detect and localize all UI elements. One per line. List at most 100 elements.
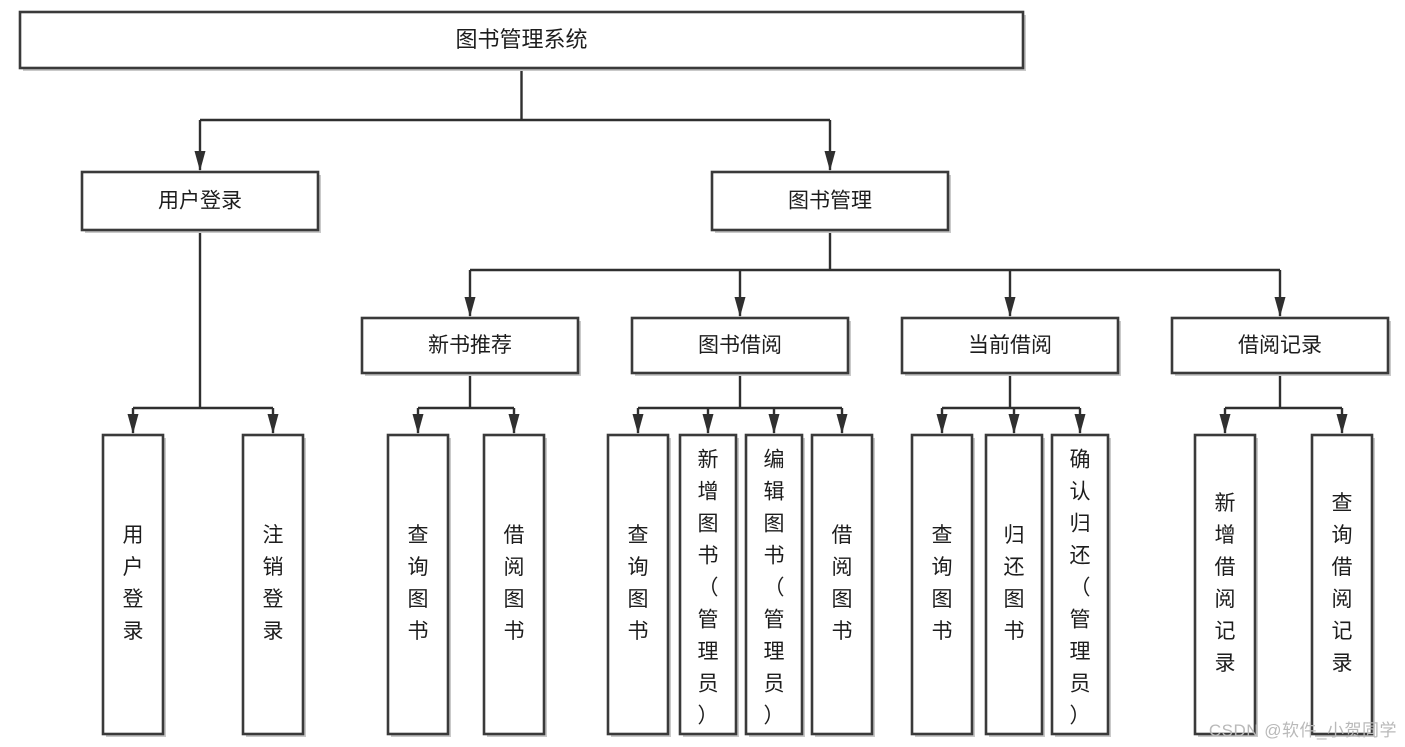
node-label-char: 录 [1215, 652, 1236, 675]
node-label-char: 还 [1004, 556, 1025, 579]
node-label-char: 录 [1332, 652, 1353, 675]
node-label-char: 图 [628, 588, 649, 611]
node-label-char: 员 [764, 673, 785, 696]
node-label-char: 书 [832, 620, 853, 643]
node-label-char: 编 [764, 449, 785, 472]
node-label-char: 记 [1332, 620, 1353, 643]
node-label-char: 图 [932, 588, 953, 611]
node-label-char: 增 [1215, 524, 1236, 547]
node-label-char: 管 [698, 609, 719, 632]
node-layer: 图书管理系统用户登录图书管理新书推荐图书借阅当前借阅借阅记录用户登录注销登录查询… [18, 10, 1391, 737]
node-label-char: 查 [932, 524, 953, 547]
node-label-char: 理 [764, 641, 785, 664]
node-label: 当前借阅 [968, 334, 1052, 357]
node-current-borrow[interactable]: 当前借阅 [900, 316, 1121, 376]
node-label-char: 管 [764, 609, 785, 632]
node-label-char: 新 [698, 449, 719, 472]
node-label-char: 阅 [1215, 588, 1236, 611]
node-label: 新书推荐 [428, 334, 512, 357]
node-label-char: 询 [628, 556, 649, 579]
node-user-login[interactable]: 用户登录 [80, 170, 321, 233]
node-label-char: 登 [123, 588, 144, 611]
node-borrow-records[interactable]: 借阅记录 [1170, 316, 1391, 376]
node-label: 图书借阅 [698, 334, 782, 357]
node-label: 图书管理系统 [455, 27, 587, 52]
node-label-char: 销 [263, 556, 284, 579]
node-label-char: 借 [832, 524, 853, 547]
node-label-char: 员 [698, 673, 719, 696]
node-label-char: 借 [1332, 556, 1353, 579]
node-label-char: 用 [123, 524, 144, 547]
node-label-char: （ [764, 577, 785, 600]
node-label-char: 书 [698, 545, 719, 568]
node-label-char: 认 [1070, 481, 1091, 504]
node-label-char: 录 [123, 620, 144, 643]
node-label-char: 增 [698, 481, 719, 504]
node-label-char: 归 [1004, 524, 1025, 547]
node-label-char: 书 [932, 620, 953, 643]
node-label-char: 理 [1070, 641, 1091, 664]
node-label-char: （ [698, 577, 719, 600]
node-label-char: 借 [1215, 556, 1236, 579]
node-label-char: 书 [628, 620, 649, 643]
node-label-char: 图 [504, 588, 525, 611]
node-label-char: 阅 [1332, 588, 1353, 611]
node-label-char: 员 [1070, 673, 1091, 696]
node-label-char: 新 [1215, 492, 1236, 515]
node-label-char: 书 [1004, 620, 1025, 643]
node-label-char: 书 [408, 620, 429, 643]
node-label-char: 还 [1070, 545, 1091, 568]
node-label-char: （ [1070, 577, 1091, 600]
node-label-char: ） [698, 705, 719, 728]
node-label-char: 辑 [764, 481, 785, 504]
node-label-char: 管 [1070, 609, 1091, 632]
node-label-char: 理 [698, 641, 719, 664]
node-label-char: 注 [263, 524, 284, 547]
node-label-char: 图 [764, 513, 785, 536]
node-label: 用户登录 [158, 190, 242, 213]
node-label: 图书管理 [788, 190, 872, 213]
node-label-char: 借 [504, 524, 525, 547]
node-label-char: 查 [408, 524, 429, 547]
node-label-char: 记 [1215, 620, 1236, 643]
connector-layer [127, 68, 1348, 434]
node-label-char: 阅 [504, 556, 525, 579]
node-book-borrow[interactable]: 图书借阅 [630, 316, 851, 376]
node-label-char: 登 [263, 588, 284, 611]
node-label-char: 图 [1004, 588, 1025, 611]
node-label-char: ） [764, 705, 785, 728]
node-label-char: 询 [932, 556, 953, 579]
node-root[interactable]: 图书管理系统 [18, 10, 1026, 71]
node-label: 借阅记录 [1238, 334, 1322, 357]
node-label-char: 图 [832, 588, 853, 611]
node-label-char: 查 [1332, 492, 1353, 515]
node-leaf-user-login[interactable]: 用户登录 [101, 433, 166, 737]
node-label-char: 阅 [832, 556, 853, 579]
node-label-char: 图 [698, 513, 719, 536]
node-label-char: 书 [764, 545, 785, 568]
node-new-book-recommend[interactable]: 新书推荐 [360, 316, 581, 376]
node-label-char: ） [1070, 705, 1091, 728]
node-label-char: 询 [1332, 524, 1353, 547]
node-book-management[interactable]: 图书管理 [710, 170, 951, 233]
node-label-char: 询 [408, 556, 429, 579]
node-label-char: 图 [408, 588, 429, 611]
node-label-char: 户 [123, 556, 144, 579]
node-label-char: 确 [1070, 449, 1091, 472]
node-label-char: 书 [504, 620, 525, 643]
node-label-char: 录 [263, 620, 284, 643]
